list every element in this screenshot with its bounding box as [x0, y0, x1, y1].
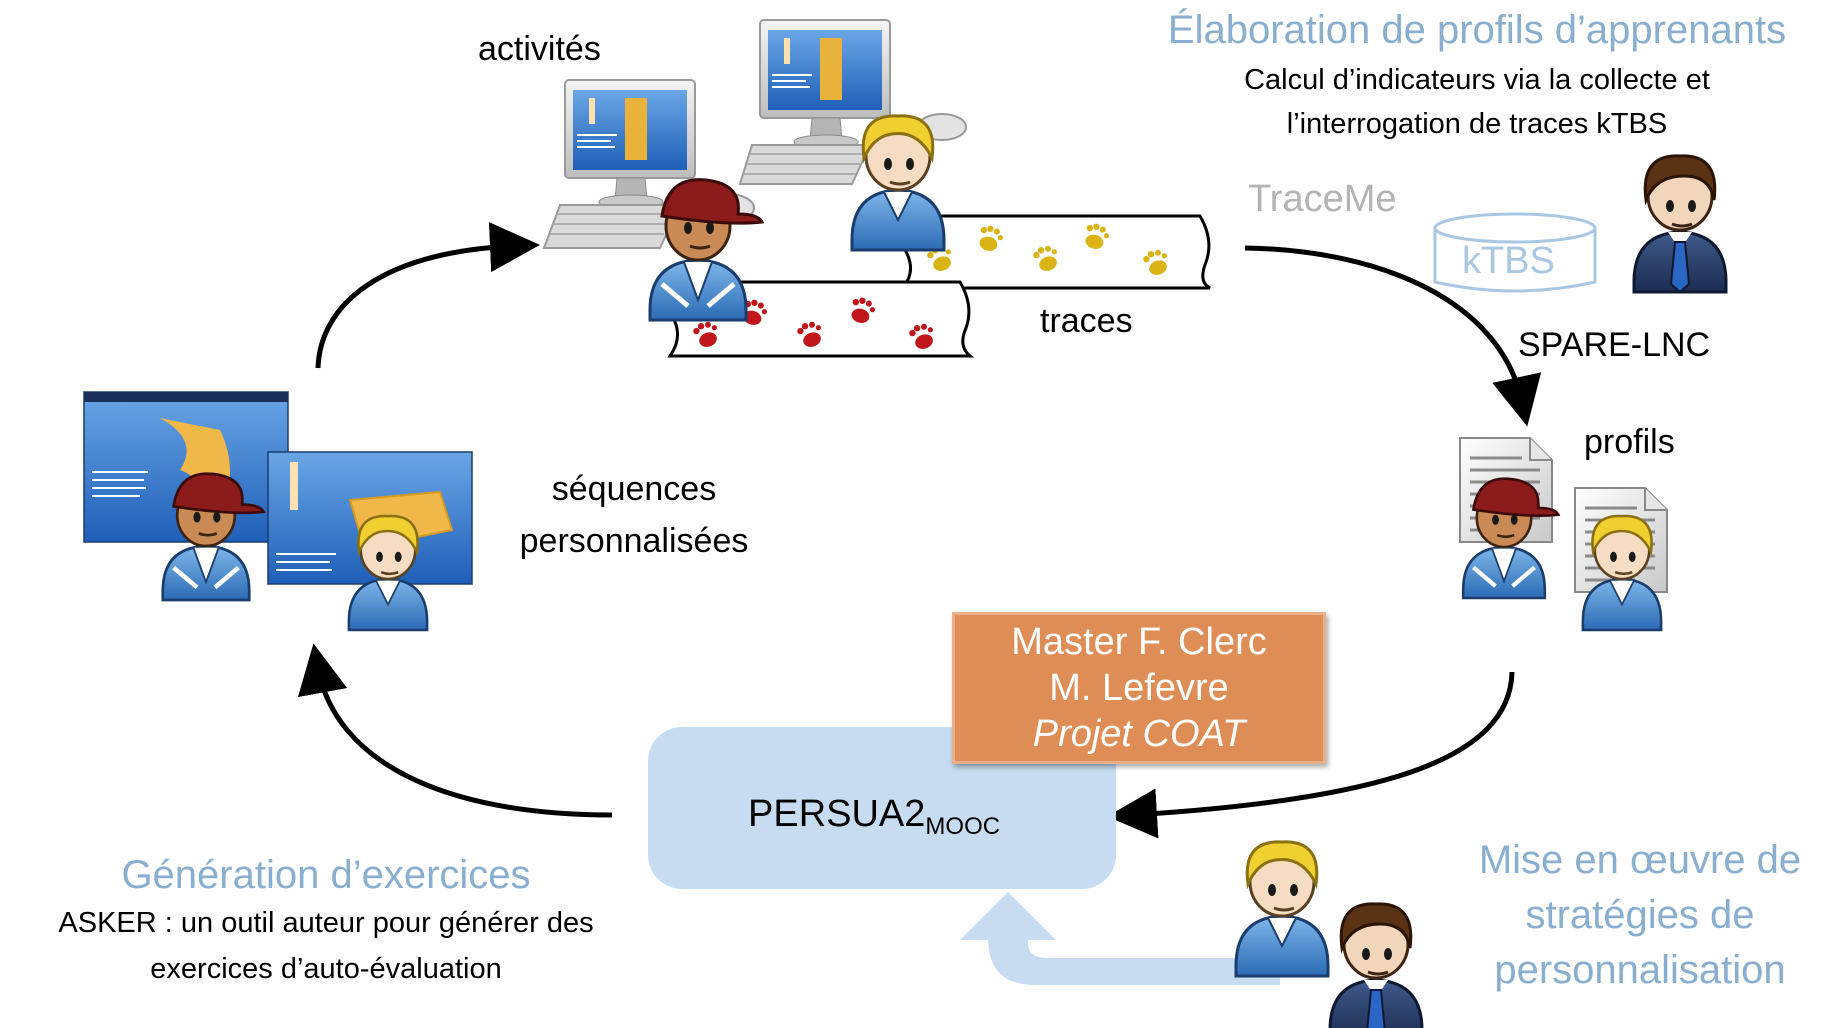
strategy-line-3: personnalisation [1494, 948, 1786, 992]
traceme-label: TraceMe [1248, 178, 1397, 220]
generation-section-subtitle-2: exercices d’auto-évaluation [150, 953, 502, 985]
strategy-line-1: Mise en œuvre de [1478, 838, 1802, 882]
learner-blond-icon [1234, 840, 1330, 978]
ktbs-label: kTBS [1462, 240, 1555, 282]
strategy-line-2: stratégies de [1525, 893, 1755, 937]
traces-label: traces [1040, 302, 1133, 340]
arrow-sequences-to-activities [315, 222, 540, 369]
master-box: Master F. Clerc M. Lefevre Projet COAT [952, 612, 1326, 764]
arrow-profiles-to-persua [1107, 671, 1515, 839]
profile-section-title: Élaboration de profils d’apprenants [1167, 8, 1787, 52]
generation-section-title: Génération d’exercices [121, 853, 531, 897]
teacher-icon [1328, 902, 1424, 1028]
sequences-label-line1: séquences [551, 470, 717, 508]
learner-blond-icon [850, 114, 946, 252]
feedback-arrow [960, 892, 1280, 985]
profiles-label: profils [1584, 423, 1675, 461]
activities-label: activités [478, 30, 601, 68]
arrow-persua-to-sequences [297, 643, 613, 818]
arrow-traces-to-profiles [1244, 245, 1542, 427]
spare-label: SPARE-LNC [1518, 326, 1711, 364]
generation-section-subtitle-1: ASKER : un outil auteur pour générer des [58, 907, 594, 939]
persua-label: PERSUA2MOOC [748, 793, 1001, 840]
profile-section-subtitle-1: Calcul d’indicateurs via la collecte et [1244, 64, 1710, 96]
sequences-label-line2: personnalisées [519, 522, 749, 560]
master-line-1: Master F. Clerc [1011, 621, 1267, 663]
master-line-3: Projet COAT [1032, 713, 1246, 755]
profile-section-subtitle-2: l’interrogation de traces kTBS [1286, 108, 1668, 140]
database-icon [1433, 212, 1597, 293]
master-line-2: M. Lefevre [1049, 667, 1229, 709]
teacher-icon [1632, 154, 1728, 294]
